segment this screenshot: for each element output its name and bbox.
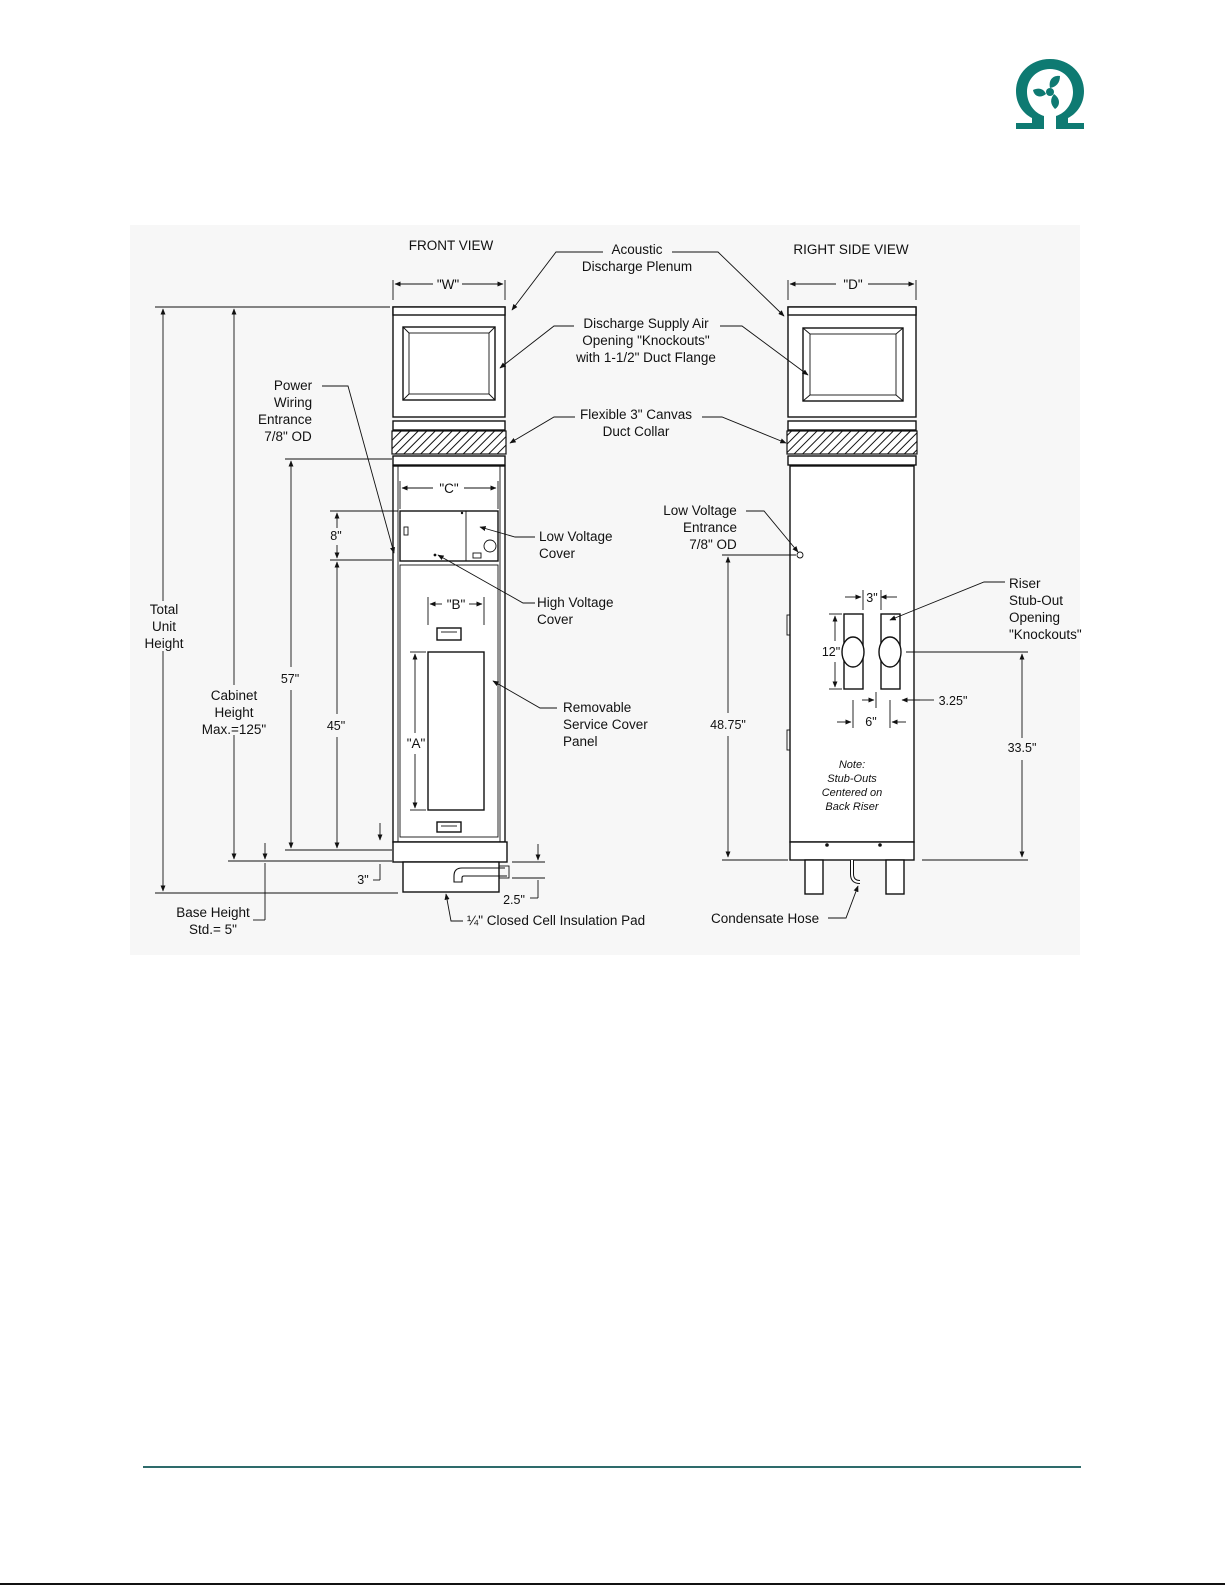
total-height-line-3: Height	[144, 636, 183, 651]
side-foot-left	[804, 859, 824, 895]
canvas-collar-line-1: Flexible 3" Canvas	[580, 407, 692, 422]
footer-rule	[143, 1466, 1081, 1468]
low-voltage-cover-line-1: Low Voltage	[539, 529, 613, 544]
front-knob	[483, 539, 497, 553]
dim-8: 8"	[330, 529, 341, 543]
riser-stubout-line-2: Stub-Out	[1009, 593, 1063, 608]
canvas-collar-line-2: Duct Collar	[603, 424, 670, 439]
side-view	[786, 306, 918, 895]
front-electrical-box	[399, 510, 499, 562]
bottom-rule	[0, 1583, 1225, 1585]
riser-stubout-line-4: "Knockouts"	[1009, 627, 1082, 642]
discharge-supply-line-2: Opening "Knockouts"	[582, 333, 710, 348]
low-voltage-entrance-line-3: 7/8" OD	[689, 537, 737, 552]
note-line-2: Stub-Outs	[827, 773, 877, 785]
base-height-line-2: Std.= 5"	[189, 922, 237, 937]
insulation-pad-label: ¼" Closed Cell Insulation Pad	[467, 913, 645, 928]
front-canvas-collar	[391, 430, 507, 455]
front-bottom-handle	[436, 821, 462, 833]
dim-12: 12"	[822, 645, 840, 659]
cabinet-height-line-3: Max.=125"	[202, 722, 267, 737]
acoustic-plenum-line-1: Acoustic	[611, 242, 662, 257]
front-collar-top-flange	[392, 420, 506, 431]
low-voltage-entrance-hole	[796, 551, 804, 559]
dim-57: 57"	[281, 672, 299, 686]
discharge-supply-line-3: with 1-1/2" Duct Flange	[575, 350, 716, 365]
power-wiring-line-1: Power	[274, 378, 313, 393]
dim-3: 3"	[357, 873, 368, 887]
b-label: "B"	[447, 597, 466, 612]
low-voltage-cover-line-2: Cover	[539, 546, 576, 561]
leader-lines	[322, 251, 1005, 922]
depth-label: "D"	[843, 277, 863, 292]
note-line-4: Back Riser	[825, 801, 880, 813]
dim-45: 45"	[327, 719, 345, 733]
front-service-cover-panel	[427, 651, 485, 811]
total-height-line-2: Unit	[152, 619, 176, 634]
dim-3-25: 3.25"	[939, 694, 968, 708]
width-label: "W"	[437, 277, 460, 292]
side-canvas-collar	[786, 430, 918, 455]
dim-48-75: 48.75"	[710, 718, 746, 732]
acoustic-plenum-line-2: Discharge Plenum	[582, 259, 692, 274]
note-line-3: Centered on	[822, 787, 883, 799]
power-wiring-line-2: Wiring	[274, 395, 312, 410]
riser-stubout-line-1: Riser	[1009, 576, 1041, 591]
riser-stubout-line-3: Opening	[1009, 610, 1060, 625]
base-height-line-1: Base Height	[176, 905, 250, 920]
high-voltage-cover-line-1: High Voltage	[537, 595, 614, 610]
service-panel-line-3: Panel	[563, 734, 598, 749]
service-panel-line-2: Service Cover	[563, 717, 648, 732]
total-height-line-1: Total	[150, 602, 179, 617]
side-view-title: RIGHT SIDE VIEW	[793, 242, 909, 257]
side-base	[789, 841, 915, 861]
front-top-handle	[436, 627, 462, 641]
service-panel-line-1: Removable	[563, 700, 631, 715]
side-plenum-cap	[787, 306, 917, 316]
discharge-supply-line-1: Discharge Supply Air	[583, 316, 709, 331]
cabinet-height-line-2: Height	[214, 705, 253, 720]
power-wiring-line-4: 7/8" OD	[264, 429, 312, 444]
a-label: "A"	[407, 736, 426, 751]
omega-fan-logo-icon	[1010, 55, 1090, 135]
front-plenum-cap	[392, 306, 506, 316]
dim-33-5: 33.5"	[1008, 741, 1037, 755]
dim-3-top: 3"	[866, 591, 877, 605]
side-supply-knockout	[802, 327, 904, 402]
cabinet-height-line-1: Cabinet	[211, 688, 258, 703]
front-collar-bottom-flange	[392, 455, 506, 466]
front-base	[392, 841, 508, 863]
dim-6: 6"	[865, 715, 876, 729]
c-label: "C"	[439, 481, 459, 496]
front-service-area	[399, 564, 499, 838]
dimension-lines	[155, 280, 1028, 921]
front-supply-knockout	[402, 326, 496, 401]
power-wiring-line-3: Entrance	[258, 412, 312, 427]
front-view-title: FRONT VIEW	[409, 238, 494, 253]
side-foot-right	[885, 859, 905, 895]
condensate-hose-label: Condensate Hose	[711, 911, 819, 926]
drawing-background	[130, 225, 1080, 955]
low-voltage-entrance-line-1: Low Voltage	[663, 503, 737, 518]
low-voltage-entrance-line-2: Entrance	[683, 520, 737, 535]
dim-2-5: 2.5"	[503, 893, 525, 907]
front-supply-knockout-inner	[408, 332, 490, 395]
labels: FRONT VIEW RIGHT SIDE VIEW "W" "D" "C" "…	[144, 238, 1081, 937]
note-line-1: Note:	[839, 759, 865, 771]
front-insulation-pad	[402, 861, 500, 893]
high-voltage-cover-line-2: Cover	[537, 612, 574, 627]
front-view	[391, 306, 510, 893]
